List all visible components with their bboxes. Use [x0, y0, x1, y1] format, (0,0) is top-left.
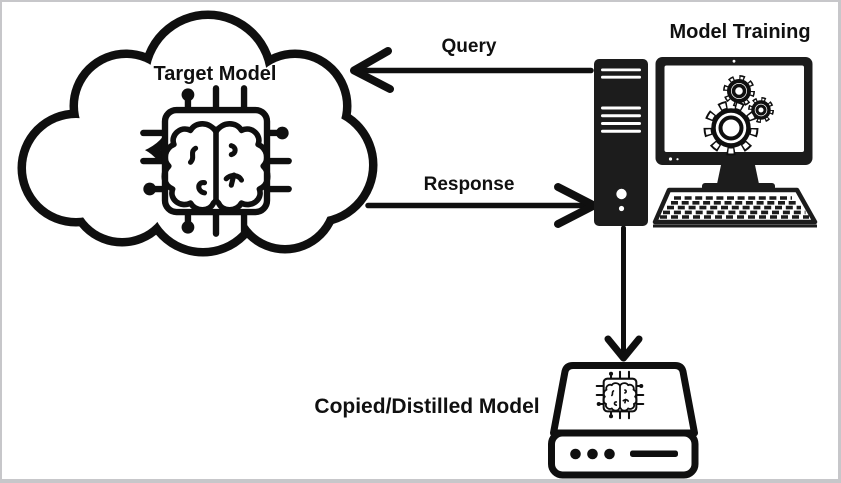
gears-icon	[703, 75, 774, 156]
model-training-label: Model Training	[669, 21, 811, 43]
down-arrow-icon	[604, 225, 643, 362]
keyboard-icon	[652, 187, 818, 228]
storage-device-icon	[548, 362, 699, 479]
query-arrow-icon	[350, 47, 594, 93]
target-model-label: Target Model	[153, 63, 277, 85]
response-arrow-label: Response	[423, 174, 515, 195]
query-arrow-label: Query	[441, 36, 497, 57]
desktop-tower-icon	[594, 59, 648, 226]
copied-model-label: Copied/Distilled Model	[314, 395, 540, 418]
